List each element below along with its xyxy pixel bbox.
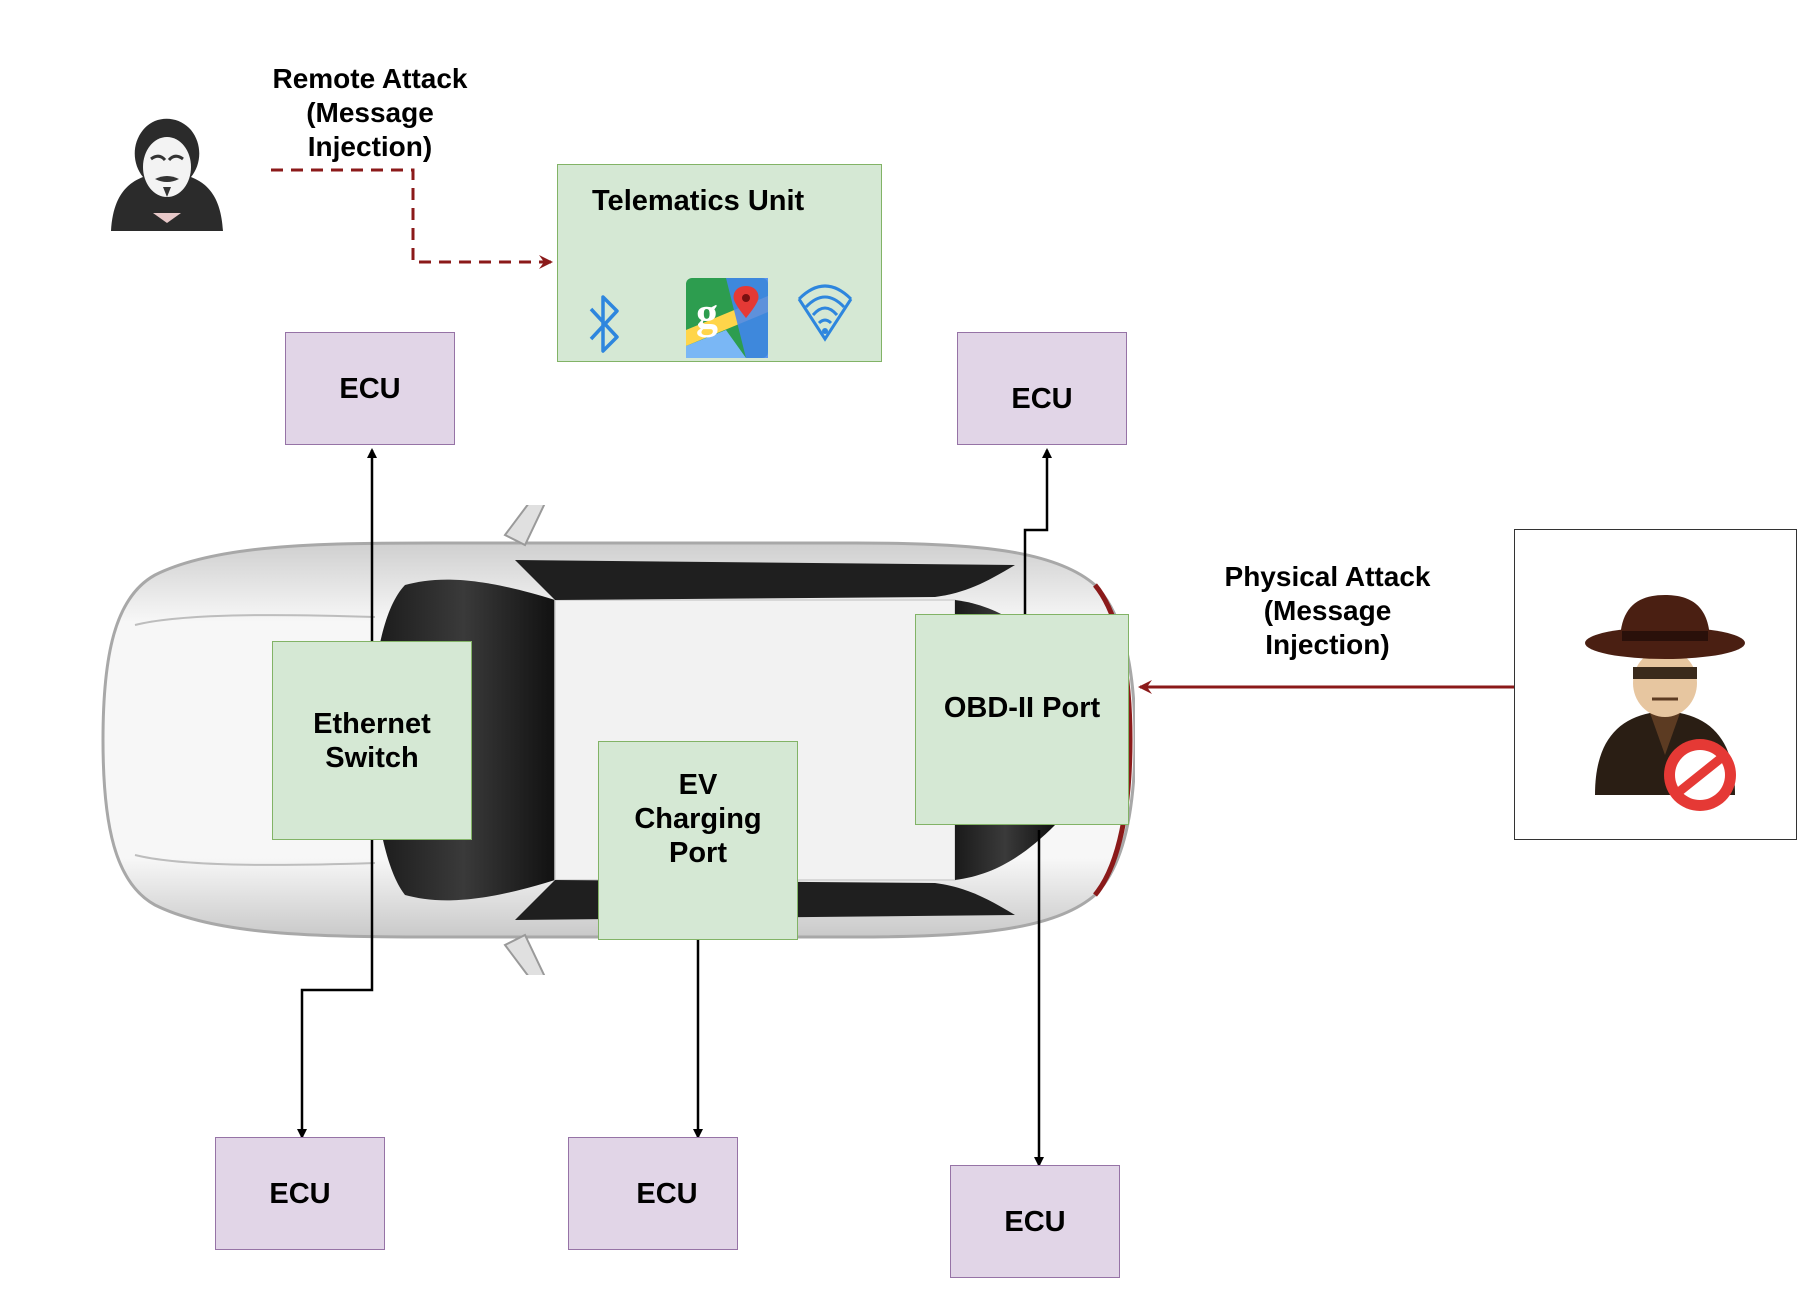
- ecu-bottom-left[interactable]: ECU: [215, 1137, 385, 1250]
- svg-text:g: g: [696, 289, 718, 338]
- telematics-unit[interactable]: Telematics Unit g: [557, 164, 882, 362]
- telematics-unit-title: Telematics Unit: [592, 185, 805, 217]
- connector-switch-ecu-bottom: [297, 840, 374, 1139]
- physical-attack-label: Physical Attack (Message Injection): [1224, 561, 1431, 660]
- remote-attack-arrow: [271, 168, 553, 269]
- ecu-top-right[interactable]: ECU: [957, 332, 1127, 445]
- ecu-top-left[interactable]: ECU: [285, 332, 455, 445]
- wifi-icon: [797, 284, 853, 342]
- connector-obd-ecu-top: [1023, 448, 1052, 615]
- ecu-bottom-middle[interactable]: ECU: [568, 1137, 738, 1250]
- google-maps-icon: g: [686, 278, 768, 358]
- obd-ii-port[interactable]: OBD-II Port: [915, 614, 1129, 825]
- anonymous-hacker-icon: [111, 118, 223, 231]
- intruder-frame: [1514, 529, 1797, 840]
- bluetooth-icon: [589, 295, 619, 353]
- ev-charging-port[interactable]: EV Charging Port: [598, 741, 798, 940]
- spy-intruder-icon: [1585, 595, 1745, 811]
- ethernet-switch[interactable]: Ethernet Switch: [272, 641, 472, 840]
- remote-attack-label: Remote Attack (Message Injection): [272, 63, 468, 162]
- ecu-bottom-right[interactable]: ECU: [950, 1165, 1120, 1278]
